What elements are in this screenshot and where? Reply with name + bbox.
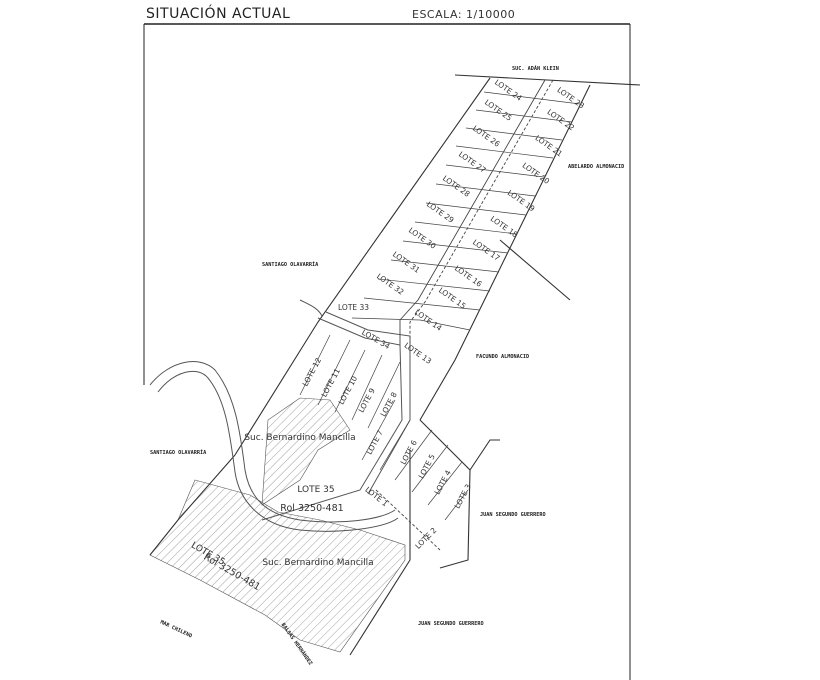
parcel-north-owner: Suc. Bernardino Mancilla — [244, 433, 355, 443]
lot-divisions — [299, 91, 581, 521]
neighbor-south: JUAN SEGUNDO GUERRERO — [418, 621, 484, 627]
lot-label-26: LOTE 26 — [471, 124, 502, 149]
parcel-north-hatch — [261, 397, 351, 506]
neighbor-east-top: ABELARDO ALMONACID — [568, 164, 624, 170]
neighbor-west-mid: SANTIAGO OLAVARRÍA — [150, 448, 207, 456]
lot-label-19: LOTE 19 — [506, 188, 537, 213]
lot-label-2: LOTE 2 — [413, 526, 438, 551]
lot-label-33: LOTE 33 — [338, 303, 369, 312]
lot-label-25: LOTE 25 — [483, 98, 514, 123]
neighbor-east-mid: FACUNDO ALMONACID — [476, 354, 529, 360]
lot-label-30: LOTE 30 — [407, 226, 438, 251]
scale-label: ESCALA: 1/10000 — [412, 8, 516, 21]
map-title: SITUACIÓN ACTUAL — [146, 6, 291, 22]
lot-label-22: LOTE 22 — [545, 107, 576, 132]
lot-label-1: LOTE 1 — [363, 485, 389, 508]
lot-label-17: LOTE 17 — [471, 238, 502, 263]
lot-label-8: LOTE 8 — [379, 390, 399, 418]
parcel-north-lot: LOTE 35 — [297, 485, 334, 495]
parcel-north-rol: Rol 3250-481 — [280, 503, 343, 514]
neighbor-east-low: JUAN SEGUNDO GUERRERO — [480, 512, 546, 518]
lot-label-13: LOTE 13 — [403, 341, 434, 366]
lot-label-23: LOTE 23 — [555, 85, 586, 110]
access-road — [375, 79, 554, 551]
lot-label-10: LOTE 10 — [337, 374, 360, 406]
lot-label-9: LOTE 9 — [357, 386, 377, 414]
lot-label-32: LOTE 32 — [375, 272, 406, 297]
lot-label-4: LOTE 4 — [433, 468, 453, 496]
parcel-south-owner: Suc. Bernardino Mancilla — [262, 558, 373, 568]
lot-label-16: LOTE 16 — [453, 264, 484, 289]
property-boundary — [149, 74, 641, 656]
lot-label-5: LOTE 5 — [417, 452, 437, 480]
lot-label-18: LOTE 18 — [489, 214, 520, 239]
lot-label-24: LOTE 24 — [493, 78, 524, 103]
road — [149, 299, 411, 532]
neighbor-north: SUC. ADÁN KLEIN — [512, 65, 559, 72]
neighbor-sw: MAR CHILENO — [159, 619, 193, 639]
lot-label-11: LOTE 11 — [319, 367, 342, 399]
lot-labels: LOTE 24 LOTE 23 LOTE 25 LOTE 22 LOTE 26 … — [301, 78, 587, 551]
lot-label-31: LOTE 31 — [391, 250, 422, 275]
lot-label-7: LOTE 7 — [365, 428, 385, 456]
lot-label-28: LOTE 28 — [441, 174, 472, 199]
map-frame — [143, 23, 631, 680]
lot-label-29: LOTE 29 — [425, 200, 456, 225]
neighbor-west-top: SANTIAGO OLAVARRÍA — [262, 260, 319, 268]
lot-label-12: LOTE 12 — [301, 356, 324, 388]
lot-label-27: LOTE 27 — [457, 150, 488, 175]
